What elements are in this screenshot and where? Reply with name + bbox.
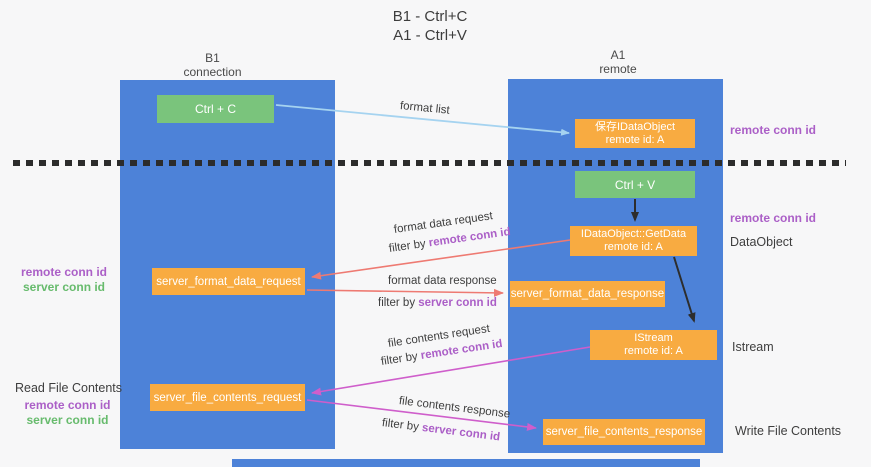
- left-column-role: connection: [183, 65, 242, 79]
- format-data-response-filter-label: filter by server conn id: [378, 297, 497, 309]
- server-conn-id-label: server conn id: [26, 413, 109, 427]
- remote-conn-id-annotation-mid: remote conn id: [730, 211, 817, 225]
- server-file-contents-response-label: server_file_contents_response: [545, 426, 703, 438]
- read-file-contents-label: Read File Contents: [15, 381, 123, 395]
- title-line-2: A1 - Ctrl+V: [393, 27, 467, 44]
- server-format-data-request-box: server_format_data_request: [152, 268, 305, 295]
- ctrl-c-box: Ctrl + C: [157, 95, 274, 123]
- dataobject-annotation: DataObject: [730, 235, 793, 249]
- dashed-separator-line: [13, 160, 846, 166]
- ctrl-c-label: Ctrl + C: [194, 102, 236, 116]
- save-idataobject-label: 保存IDataObject: [594, 120, 676, 133]
- title-line-1: B1 - Ctrl+C: [392, 8, 468, 25]
- server-file-contents-request-label: server_file_contents_request: [153, 391, 302, 404]
- format-list-label: format list: [399, 100, 451, 117]
- left-column-name: B1: [205, 51, 220, 65]
- left-column-header: B1 connection: [150, 51, 275, 79]
- left-conn-id-annotation: remote conn id server conn id: [18, 265, 110, 295]
- right-column-name: A1: [610, 48, 626, 62]
- diagram-title: B1 - Ctrl+C A1 - Ctrl+V: [320, 7, 540, 45]
- getdata-label: IDataObject::GetData: [580, 228, 687, 240]
- remote-conn-id-annotation-top: remote conn id: [730, 123, 817, 137]
- istream-label: IStream: [634, 332, 673, 344]
- save-idataobject-box: 保存IDataObject remote id: A: [575, 119, 695, 148]
- server-format-data-request-label: server_format_data_request: [156, 275, 301, 288]
- remote-conn-id-label: remote conn id: [20, 265, 107, 279]
- server-conn-id-key: server conn id: [421, 421, 501, 444]
- server-conn-id-key: server conn id: [418, 297, 497, 309]
- idataobject-getdata-box: IDataObject::GetData remote id: A: [570, 226, 697, 256]
- ctrl-v-box: Ctrl + V: [575, 171, 695, 198]
- server-file-contents-request-box: server_file_contents_request: [150, 384, 305, 411]
- ctrl-v-label: Ctrl + V: [614, 177, 656, 192]
- right-column-role: remote: [599, 62, 637, 76]
- server-conn-id-label: server conn id: [22, 280, 106, 294]
- read-file-contents-annotation: Read File Contents remote conn id server…: [15, 381, 123, 428]
- file-contents-response-label: file contents response: [398, 395, 511, 421]
- write-file-contents-annotation: Write File Contents: [735, 424, 842, 438]
- right-column-header: A1 remote: [558, 48, 678, 76]
- server-format-data-response-box: server_format_data_response: [510, 281, 665, 307]
- getdata-remote-id: remote id: A: [604, 241, 663, 253]
- server-format-data-response-label: server_format_data_response: [510, 288, 665, 300]
- save-idataobject-remote-id: remote id: A: [605, 133, 665, 146]
- istream-box: IStream remote id: A: [590, 330, 717, 360]
- server-file-contents-response-box: server_file_contents_response: [543, 419, 705, 445]
- format-data-response-label: format data response: [388, 275, 497, 287]
- istream-annotation: Istream: [732, 340, 774, 354]
- file-contents-response-filter-label: filter by server conn id: [381, 417, 501, 444]
- bottom-partial-bar: [232, 459, 700, 467]
- istream-remote-id: remote id: A: [624, 345, 683, 357]
- remote-conn-id-label: remote conn id: [24, 398, 111, 412]
- format-data-response-arrow: [306, 288, 504, 297]
